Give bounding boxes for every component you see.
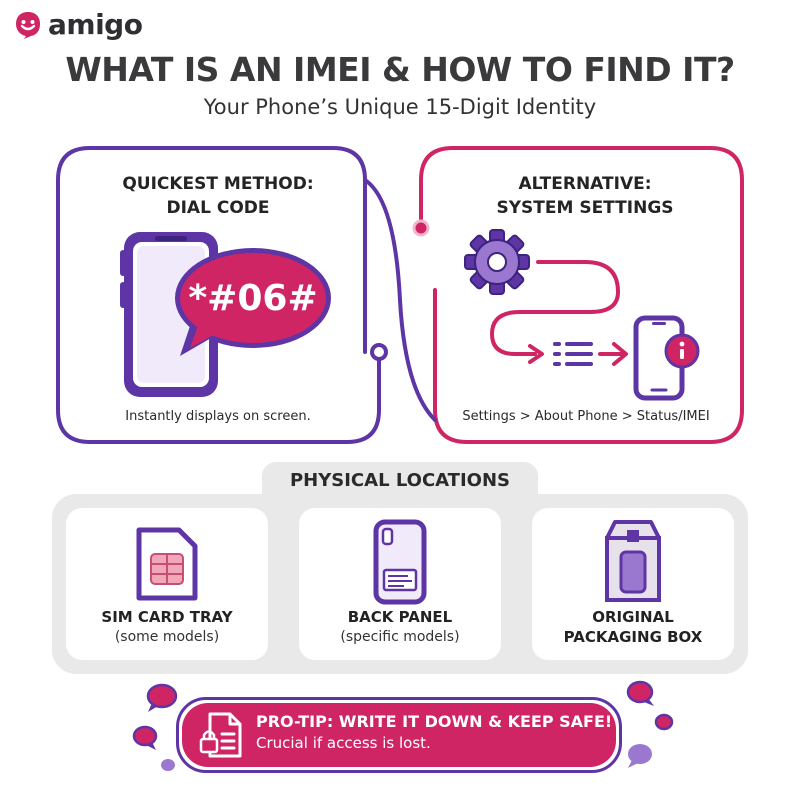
dial-card-title: QUICKEST METHOD: DIAL CODE	[70, 172, 366, 220]
pro-tip-subtitle: Crucial if access is lost.	[256, 734, 431, 752]
secure-document-icon	[199, 712, 242, 758]
gear-icon	[464, 229, 530, 295]
dial-card-title-line1: QUICKEST METHOD:	[122, 174, 314, 194]
dial-card-caption: Instantly displays on screen.	[125, 409, 311, 424]
settings-card-title-line1: ALTERNATIVE:	[518, 174, 652, 194]
dial-connector-dot	[370, 343, 388, 361]
arrow-icon	[528, 344, 544, 364]
location-label-back: BACK PANEL (specific models)	[299, 607, 501, 647]
location-title-box: ORIGINAL	[592, 608, 674, 626]
chat-bubble-icon	[628, 744, 652, 768]
dial-code-bubble	[175, 248, 331, 356]
settings-card-title: ALTERNATIVE: SYSTEM SETTINGS	[440, 172, 730, 220]
chat-bubble-icon	[132, 725, 158, 750]
location-title-back: BACK PANEL	[347, 608, 453, 626]
smile-chat-icon	[16, 11, 40, 39]
arrow-icon	[598, 342, 628, 366]
chat-bubble-icon	[654, 713, 674, 731]
location-subtitle-box: PACKAGING BOX	[563, 628, 703, 646]
pro-tip-banner	[182, 703, 616, 767]
decorative-bubbles	[132, 680, 674, 771]
location-card-box: ORIGINAL PACKAGING BOX	[532, 508, 734, 660]
dial-card-outline	[56, 146, 381, 444]
physical-locations-title: PHYSICAL LOCATIONS	[289, 470, 510, 491]
dial-code: *#06#	[188, 278, 318, 319]
list-icon	[553, 342, 593, 366]
location-card-sim: SIM CARD TRAY (some models)	[66, 508, 268, 660]
location-label-sim: SIM CARD TRAY (some models)	[66, 607, 268, 647]
center-connector	[363, 178, 437, 422]
pro-tip-title: PRO-TIP: WRITE IT DOWN & KEEP SAFE!	[256, 712, 613, 731]
location-label-box: ORIGINAL PACKAGING BOX	[532, 607, 734, 647]
page-title: WHAT IS AN IMEI & HOW TO FIND IT?	[65, 50, 735, 89]
dial-card-title-line2: DIAL CODE	[166, 198, 270, 218]
sim-card-icon	[136, 527, 198, 601]
back-panel-phone-icon	[373, 519, 427, 605]
settings-path	[489, 260, 621, 356]
chat-bubble-icon	[146, 683, 178, 712]
phone-info-icon	[633, 315, 700, 401]
brand-logo: amigo	[14, 8, 143, 41]
brand-name: amigo	[48, 8, 143, 41]
location-subtitle-back: (specific models)	[340, 629, 460, 645]
settings-card-title-line2: SYSTEM SETTINGS	[496, 198, 674, 218]
chat-bubble-icon	[626, 680, 654, 706]
settings-connector-dot	[412, 219, 430, 237]
location-title-sim: SIM CARD TRAY	[101, 608, 233, 626]
physical-tab	[262, 462, 538, 500]
packaging-box-icon	[605, 520, 661, 602]
page-subtitle: Your Phone’s Unique 15-Digit Identity	[203, 95, 597, 119]
location-card-back: BACK PANEL (specific models)	[299, 508, 501, 660]
settings-card-caption: Settings > About Phone > Status/IMEI	[462, 409, 710, 424]
location-subtitle-sim: (some models)	[114, 629, 220, 645]
chat-bubble-icon	[161, 759, 175, 771]
settings-card-outline	[419, 146, 744, 444]
